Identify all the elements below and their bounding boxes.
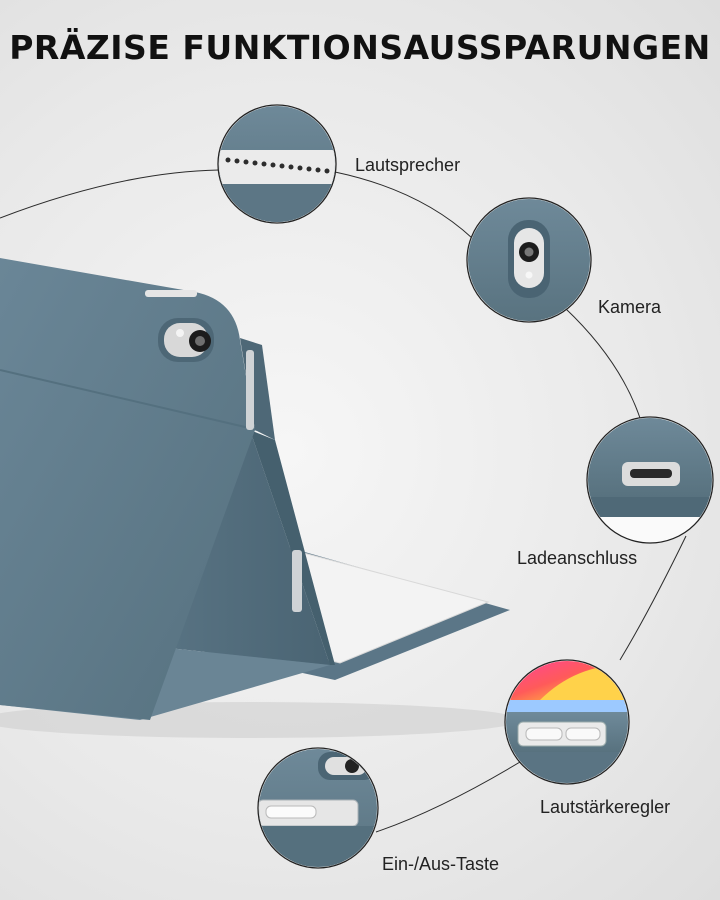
charging-port-zoom-circle [586, 416, 714, 544]
label-lautstaerkeregler: Lautstärkeregler [540, 797, 671, 817]
volume-zoom-circle [504, 659, 630, 785]
guide-arc [0, 169, 687, 833]
headline: PRÄZISE FUNKTIONSAUSSPARUNGEN [9, 28, 711, 67]
tablet-camera [158, 318, 214, 362]
tablet-case [0, 258, 520, 738]
power-zoom-circle [257, 747, 379, 869]
label-ladeanschluss: Ladeanschluss [517, 548, 638, 568]
label-kamera: Kamera [598, 297, 662, 317]
label-ein-aus-taste: Ein-/Aus-Taste [382, 854, 500, 874]
camera-zoom-circle [466, 197, 592, 323]
label-lautsprecher: Lautsprecher [355, 155, 461, 175]
speaker-zoom-circle [217, 104, 337, 224]
